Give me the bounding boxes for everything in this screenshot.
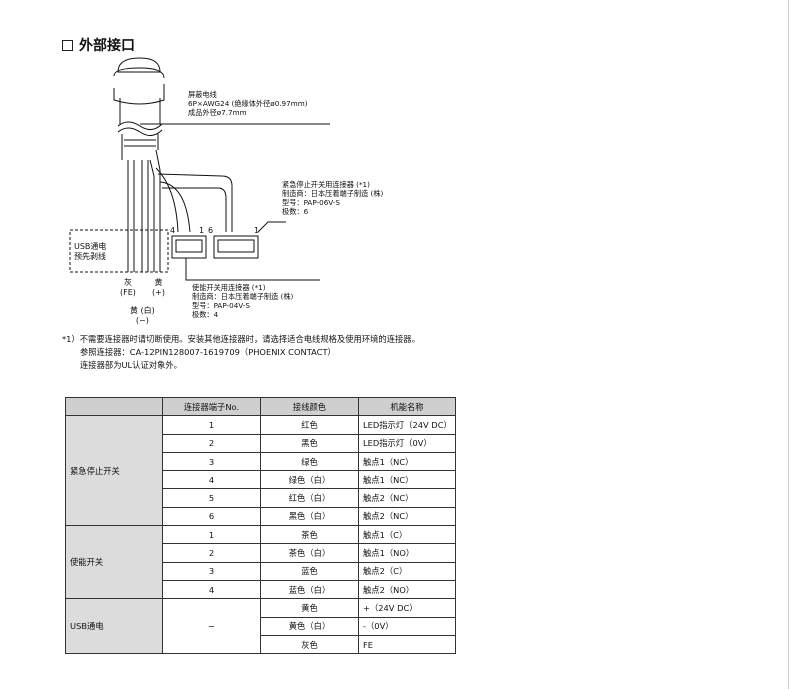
enable-connector-line4: 极数：4 (192, 310, 219, 319)
footnote-line2: 参照连接器：CA-12PIN128007-1619709（PHOENIX CON… (80, 347, 336, 357)
pin-cell: 5 (162, 488, 261, 508)
wire-yellow-label: 黄 (+) (152, 278, 165, 298)
table-row: USB通电 − 黄色 +（24V DC） (65, 598, 456, 655)
color-cell: 红色 (260, 415, 359, 435)
pin-6-label: 6 (208, 226, 214, 235)
estop-connector-line2: 制造商：日本压着端子制造 (株) (282, 189, 384, 198)
pin-cell: 2 (162, 433, 261, 453)
wire-yellow-line2: (+) (152, 288, 165, 297)
group-estop: 紧急停止开关 (65, 415, 163, 527)
pin-cell: 1 (162, 525, 261, 545)
usb-note-line2: 预先剥线 (74, 252, 106, 261)
table-row: 3 绿色 触点1（NC） (66, 451, 456, 472)
cable-label-line2: 6P×AWG24 (绝缘体外径ø0.97mm) (188, 99, 308, 108)
wire-yellow-white-line1: 黄 (白) (130, 306, 155, 315)
color-cell: 绿色（白） (260, 470, 359, 490)
function-cell: 触点2（C） (358, 561, 456, 581)
wire-yellow-line1: 黄 (154, 278, 163, 287)
header-color: 接线颜色 (260, 396, 359, 417)
footnotes: *1）不需要连接器时请切断使用。安装其他连接器时，请选择适合电线规格及使用环境的… (62, 333, 420, 372)
wire-gray-label: 灰 (FE) (120, 278, 136, 298)
table-row: 使能开关 1 茶色 触点1（C） (65, 525, 456, 600)
pin-cell: 6 (162, 506, 261, 527)
header-pin: 连接器端子No. (162, 396, 261, 417)
pin-cell: 3 (162, 451, 261, 472)
function-cell: -（0V） (358, 616, 456, 636)
color-cell: 红色（白） (260, 488, 359, 508)
group-usb: USB通电 (65, 598, 163, 655)
header-function: 机能名称 (358, 396, 456, 417)
pin-assignment-table: 连接器端子No. 接线颜色 机能名称 紧急停止开关 1 红色 LED指示灯（24… (65, 396, 456, 655)
section-title: 外部接口 (62, 35, 135, 55)
section-title-text: 外部接口 (79, 38, 135, 54)
wire-yellow-white-line2: (−) (135, 316, 149, 325)
table-row: 2 茶色（白） 触点1（NO） (66, 543, 456, 563)
pin-cell-usb: − (162, 598, 261, 655)
function-cell: 触点2（NC） (358, 488, 456, 508)
pin-1-enable-label: 1 (199, 226, 205, 235)
color-cell: 灰色 (260, 634, 359, 655)
function-cell: LED指示灯（24V DC） (358, 415, 456, 435)
function-cell: 触点2（NC） (358, 506, 456, 527)
estop-connector-label: 紧急停止开关用连接器 (*1) 制造商：日本压着端子制造 (株) 型号：PAP-… (282, 180, 383, 216)
pin-4-label: 4 (170, 226, 176, 235)
color-cell: 黄色（白） (260, 616, 359, 636)
page-border (788, 0, 789, 689)
table-header-row: 连接器端子No. 接线颜色 机能名称 (65, 396, 456, 417)
usb-note-line1: USB通电 (74, 242, 107, 251)
function-cell: 触点2（NO） (358, 579, 456, 600)
function-cell: 触点1（NO） (358, 543, 456, 563)
enable-connector-label: 使能开关用连接器 (*1) 制造商：日本压着端子制造 (株) 型号：PAP-04… (192, 283, 293, 319)
wiring-diagram (69, 57, 330, 281)
table-row: 5 红色（白） 触点2（NC） (66, 488, 456, 508)
cable-label-line1: 屏蔽电线 (188, 90, 217, 99)
color-cell: 黑色 (260, 433, 359, 453)
table-row: 紧急停止开关 1 红色 LED指示灯（24V DC） (65, 415, 456, 527)
table-row: 6 黑色（白） 触点2（NC） (66, 506, 456, 527)
checkbox-icon (62, 39, 73, 51)
pin-1-estop-label: 1 (254, 226, 260, 235)
table-row: 4 绿色（白） 触点1（NC） (66, 470, 456, 490)
usb-note: USB通电 预先剥线 (74, 242, 106, 262)
table-row: 灰色 FE (66, 634, 456, 655)
function-cell: 触点1（C） (358, 525, 456, 545)
enable-connector-line3: 型号：PAP-04V-S (192, 301, 250, 310)
function-cell: 触点1（NC） (358, 470, 456, 490)
pin-cell: 3 (162, 561, 261, 581)
footnote-line1: *1）不需要连接器时请切断使用。安装其他连接器时，请选择适合电线规格及使用环境的… (62, 334, 420, 344)
function-cell: +（24V DC） (358, 598, 456, 618)
pin-cell: 4 (162, 470, 261, 490)
estop-connector-line1: 紧急停止开关用连接器 (*1) (282, 180, 370, 189)
pin-cell: 1 (162, 415, 261, 435)
wire-gray-line2: (FE) (120, 288, 136, 297)
cable-label-line3: 成品外径ø7.7mm (188, 108, 247, 117)
table-row: 3 蓝色 触点2（C） (66, 561, 456, 581)
function-cell: LED指示灯（0V） (358, 433, 456, 453)
estop-connector-line4: 极数：6 (282, 207, 309, 216)
table-row: 黄色（白） -（0V） (66, 616, 456, 636)
color-cell: 茶色 (260, 525, 359, 545)
color-cell: 黄色 (260, 598, 359, 618)
pin-cell: 2 (162, 543, 261, 563)
wire-gray-line1: 灰 (123, 278, 132, 287)
color-cell: 茶色（白） (260, 543, 359, 563)
color-cell: 绿色 (260, 451, 359, 472)
group-enable: 使能开关 (65, 525, 163, 600)
wire-yellow-white-label: 黄 (白) (−) (130, 306, 155, 326)
color-cell: 蓝色 (260, 561, 359, 581)
enable-connector-line1: 使能开关用连接器 (*1) (192, 283, 266, 292)
function-cell: 触点1（NC） (358, 451, 456, 472)
header-group (65, 396, 163, 417)
function-cell: FE (358, 634, 456, 655)
color-cell: 蓝色（白） (260, 579, 359, 600)
footnote-line3: 连接器部为UL认证对象外。 (80, 360, 182, 370)
estop-connector-line3: 型号：PAP-06V-S (282, 198, 340, 207)
cable-label: 屏蔽电线 6P×AWG24 (绝缘体外径ø0.97mm) 成品外径ø7.7mm (188, 90, 308, 117)
pin-cell: 4 (162, 579, 261, 600)
enable-connector-line2: 制造商：日本压着端子制造 (株) (192, 292, 294, 301)
color-cell: 黑色（白） (260, 506, 359, 527)
